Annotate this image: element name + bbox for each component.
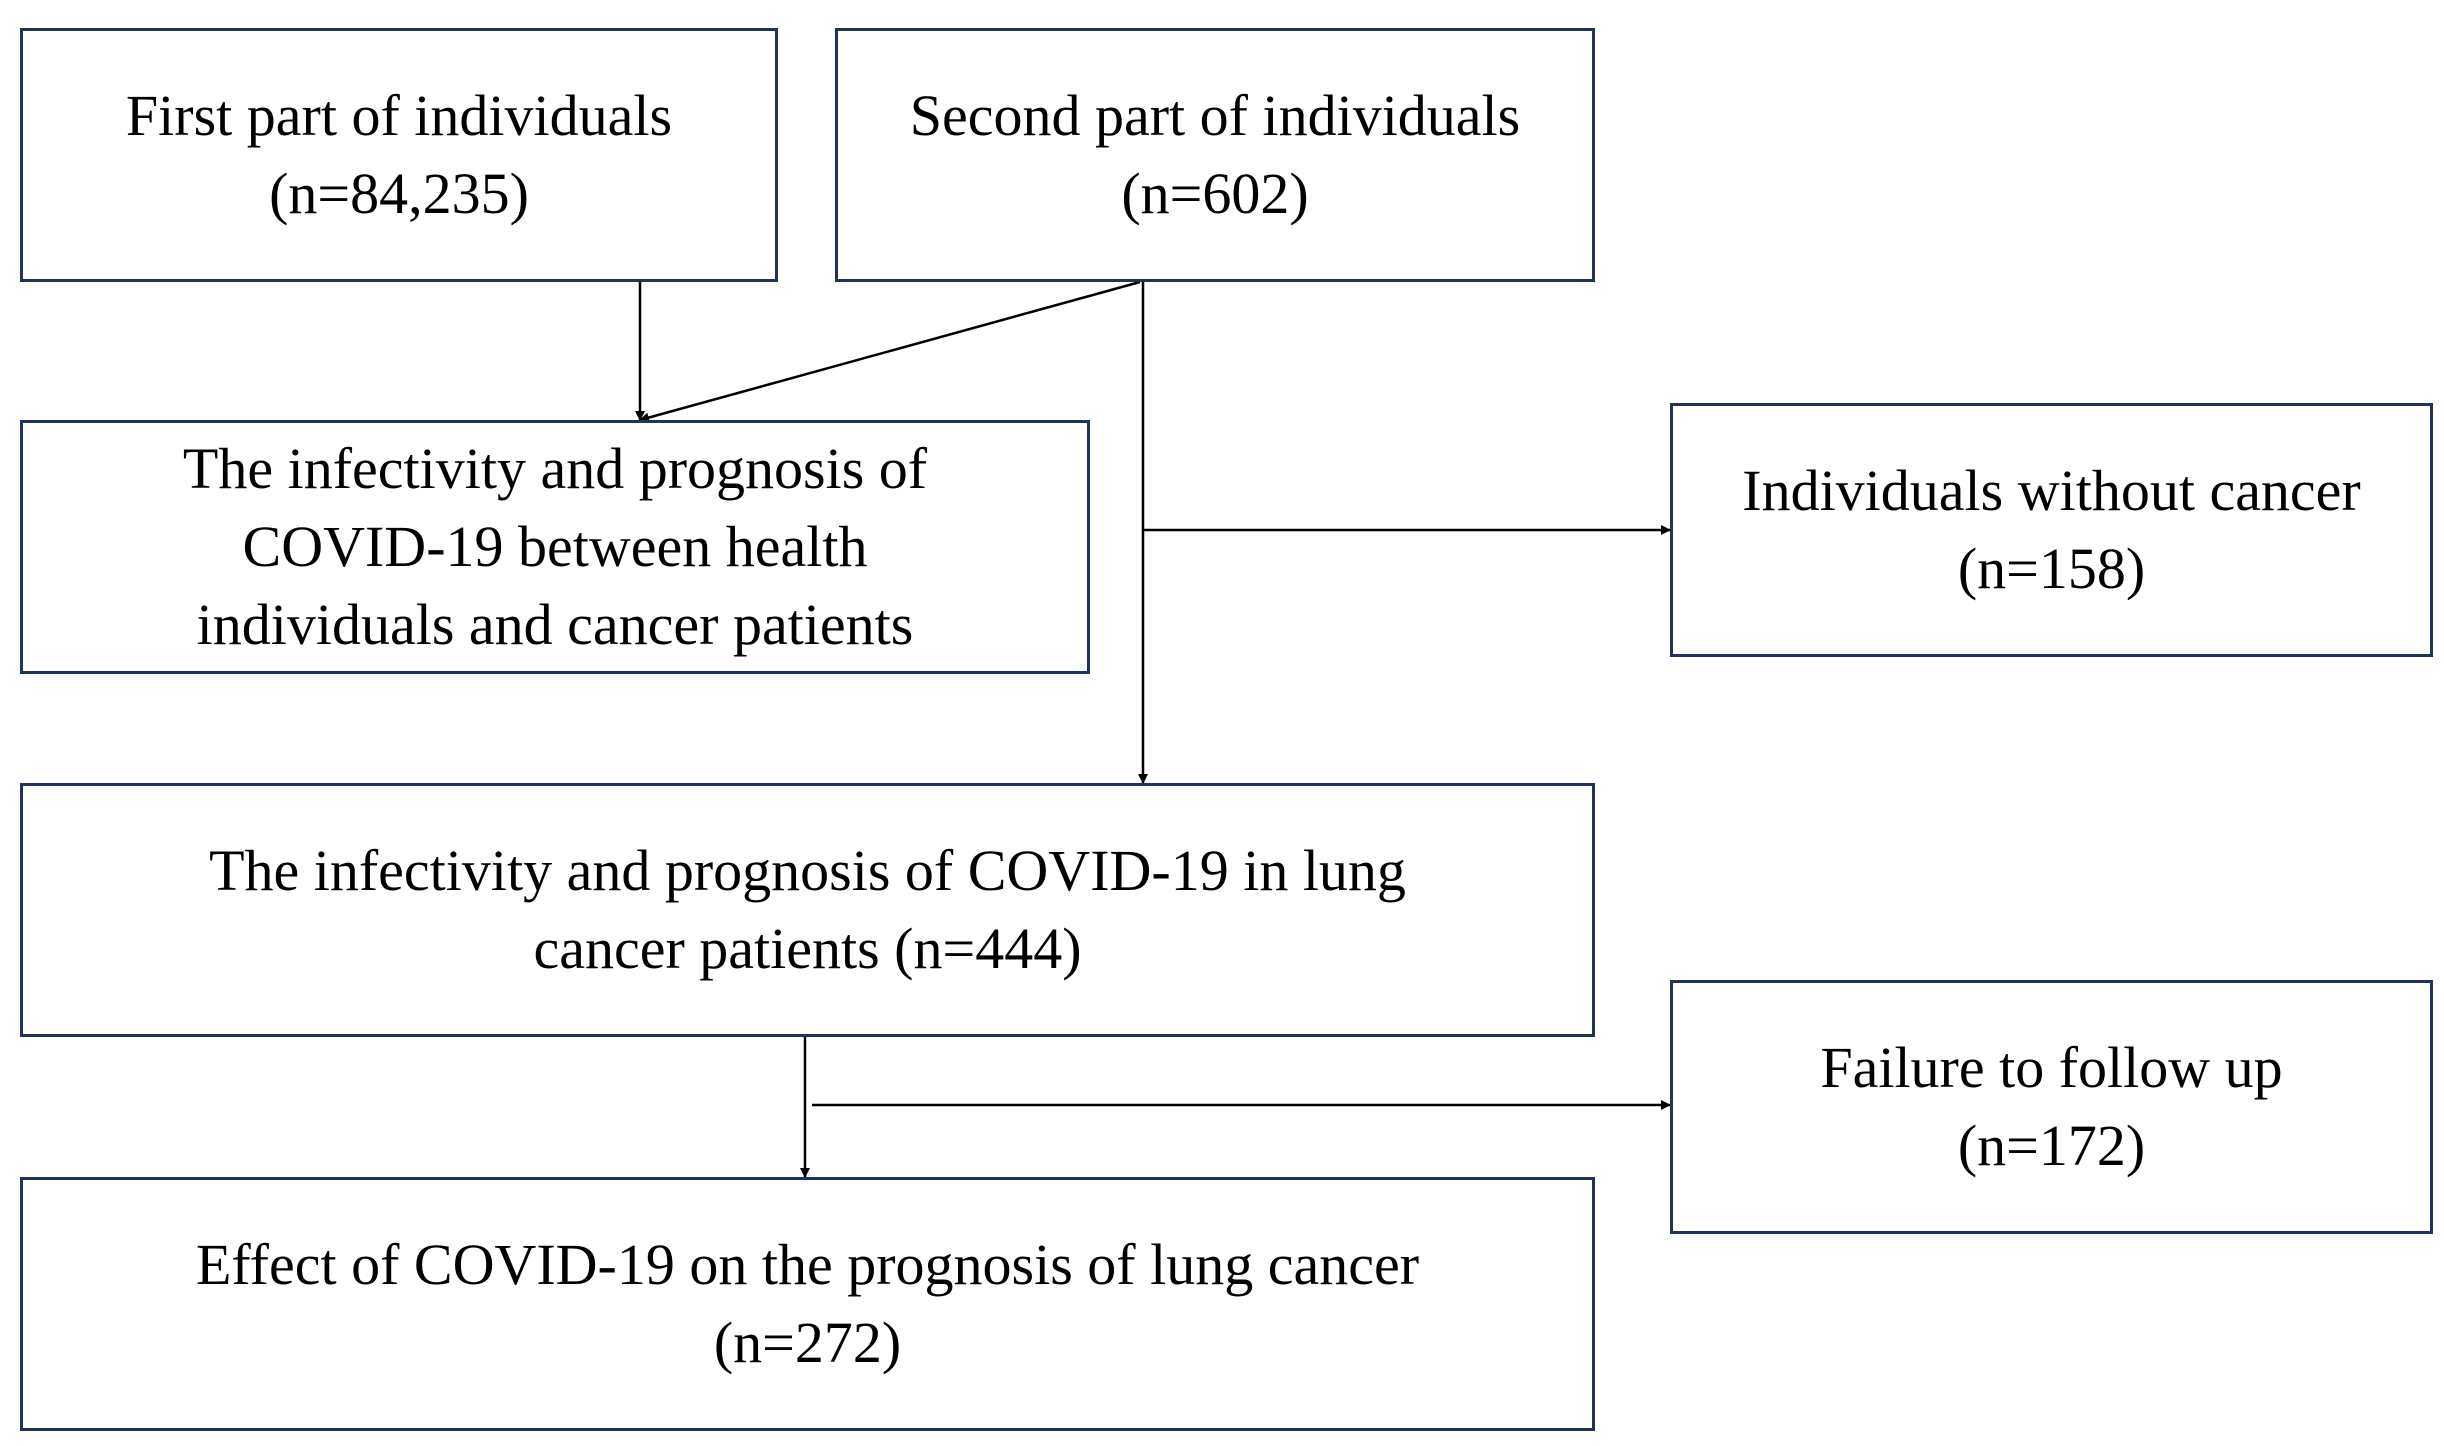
health-vs-cancer-line-2: COVID-19 between health [242, 514, 868, 579]
first-part-text: First part of individuals (n=84,235) [126, 77, 672, 233]
health-vs-cancer-line-1: The infectivity and prognosis of [182, 436, 928, 501]
health-vs-cancer-text: The infectivity and prognosis of COVID-1… [183, 430, 927, 664]
lung-cancer-box: The infectivity and prognosis of COVID-1… [20, 783, 1595, 1037]
effect-on-prognosis-count: (n=272) [713, 1310, 902, 1375]
lung-cancer-text: The infectivity and prognosis of COVID-1… [209, 832, 1406, 988]
lung-cancer-line-1: The infectivity and prognosis of COVID-1… [209, 838, 1406, 903]
health-vs-cancer-box: The infectivity and prognosis of COVID-1… [20, 420, 1090, 674]
second-part-label: Second part of individuals [909, 83, 1521, 148]
without-cancer-box: Individuals without cancer (n=158) [1670, 403, 2433, 657]
second-part-count: (n=602) [1121, 161, 1309, 226]
arrow-second-to-health [639, 280, 1141, 423]
without-cancer-count: (n=158) [1957, 536, 2146, 601]
effect-on-prognosis-text: Effect of COVID-19 on the prognosis of l… [196, 1226, 1419, 1382]
first-part-count: (n=84,235) [269, 161, 529, 226]
effect-on-prognosis-box: Effect of COVID-19 on the prognosis of l… [20, 1177, 1595, 1431]
without-cancer-label: Individuals without cancer [1742, 458, 2361, 523]
first-part-box: First part of individuals (n=84,235) [20, 28, 778, 282]
second-part-box: Second part of individuals (n=602) [835, 28, 1595, 282]
without-cancer-text: Individuals without cancer (n=158) [1742, 452, 2361, 608]
health-vs-cancer-line-3: individuals and cancer patients [196, 592, 914, 657]
second-part-text: Second part of individuals (n=602) [910, 77, 1521, 233]
lung-cancer-line-2: cancer patients (n=444) [533, 916, 1082, 981]
first-part-label: First part of individuals [125, 83, 673, 148]
failure-follow-up-text: Failure to follow up (n=172) [1820, 1029, 2282, 1185]
failure-follow-up-count: (n=172) [1957, 1113, 2146, 1178]
effect-on-prognosis-label: Effect of COVID-19 on the prognosis of l… [195, 1232, 1420, 1297]
failure-follow-up-label: Failure to follow up [1820, 1035, 2283, 1100]
failure-follow-up-box: Failure to follow up (n=172) [1670, 980, 2433, 1234]
